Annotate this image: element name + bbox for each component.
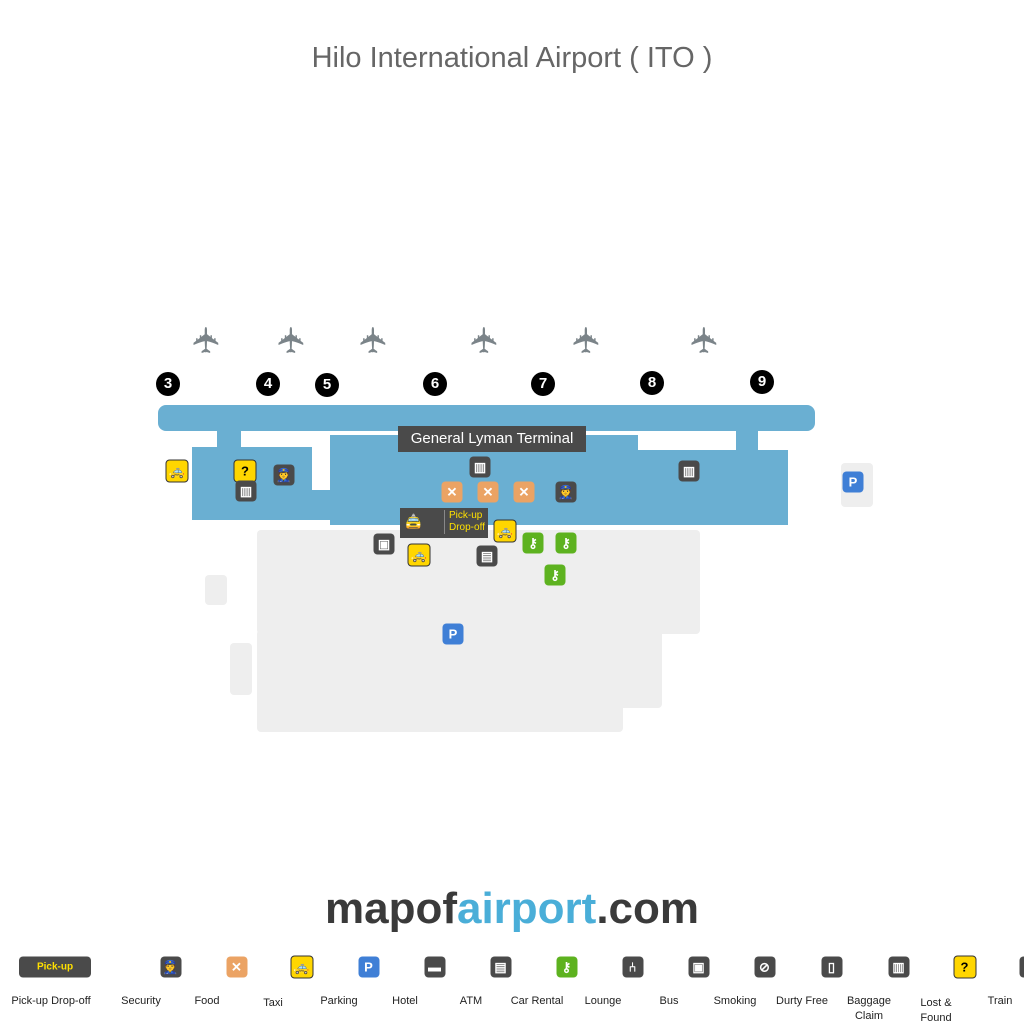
pickup-dropoff-icon: 🚖 — [404, 514, 423, 531]
food-icon[interactable]: ✕ — [513, 481, 535, 503]
car-rental-icon[interactable]: ⚷ — [522, 532, 544, 554]
parking-lot — [257, 700, 623, 732]
airplane-icon: ✈ — [684, 324, 725, 356]
taxi-icon: 🚕 — [290, 955, 313, 979]
parking-icon: P — [358, 956, 379, 978]
gate-8[interactable]: 8 — [640, 371, 664, 395]
legend-item-lost-found: ?Lost & Found — [896, 955, 976, 1024]
car-rental-icon: ⚷ — [556, 956, 577, 978]
gate-9[interactable]: 9 — [750, 370, 774, 394]
atm-icon[interactable]: ▤ — [476, 545, 498, 567]
baggage-claim-icon: ▥ — [888, 956, 909, 978]
food-icon: ✕ — [226, 956, 247, 978]
car-rental-icon[interactable]: ⚷ — [544, 564, 566, 586]
security-icon[interactable]: 👮 — [273, 464, 295, 486]
legend-item-taxi: 🚕Taxi — [233, 955, 313, 1011]
terminal-connector — [736, 428, 758, 452]
legend-item-smoking: ⊘Smoking — [695, 955, 775, 1009]
duty-free-icon: ▯ — [821, 956, 842, 978]
legend-item-hotel: ▬Hotel — [365, 955, 445, 1009]
parking-lot — [230, 643, 252, 695]
train-icon: ▦ — [1019, 956, 1024, 978]
dropoff-label: Drop-off — [449, 522, 485, 533]
gate-5[interactable]: 5 — [315, 373, 339, 397]
food-icon[interactable]: ✕ — [441, 481, 463, 503]
page-title: Hilo International Airport ( ITO ) — [311, 42, 713, 74]
security-icon[interactable]: 👮 — [555, 481, 577, 503]
airplane-icon: ✈ — [566, 324, 607, 356]
legend-item-atm: ▤ATM — [431, 955, 511, 1009]
baggage-claim-icon[interactable]: ▥ — [678, 460, 700, 482]
security-icon: 👮 — [160, 956, 181, 978]
smoking-icon: ⊘ — [754, 956, 775, 978]
airplane-icon: ✈ — [271, 324, 312, 356]
legend-item-baggage-claim: ▥Baggage Claim — [829, 955, 909, 1024]
legend-item-bus: ▣Bus — [629, 955, 709, 1009]
bus-icon: ▣ — [688, 956, 709, 978]
taxi-icon[interactable]: 🚕 — [407, 543, 431, 567]
parking-icon[interactable]: P — [442, 623, 464, 645]
gate-6[interactable]: 6 — [423, 372, 447, 396]
gate-3[interactable]: 3 — [156, 372, 180, 396]
parking-icon[interactable]: P — [842, 471, 864, 493]
legend-item-car-rental: ⚷Car Rental — [497, 955, 577, 1009]
car-rental-icon[interactable]: ⚷ — [555, 532, 577, 554]
parking-lot — [205, 575, 227, 605]
terminal-label: General Lyman Terminal — [398, 426, 586, 452]
taxi-icon[interactable]: 🚕 — [493, 519, 517, 543]
pickup-dropoff-icon: Pick-up — [19, 956, 91, 978]
taxi-icon[interactable]: 🚕 — [165, 459, 189, 483]
baggage-claim-icon[interactable]: ▥ — [235, 480, 257, 502]
bus-icon[interactable]: ▣ — [373, 533, 395, 555]
baggage-claim-icon[interactable]: ▥ — [469, 456, 491, 478]
airplane-icon: ✈ — [186, 324, 227, 356]
legend-item-lounge: ⑃Lounge — [563, 955, 643, 1009]
airplane-icon: ✈ — [464, 324, 505, 356]
gate-4[interactable]: 4 — [256, 372, 280, 396]
hotel-icon: ▬ — [424, 956, 445, 978]
food-icon[interactable]: ✕ — [477, 481, 499, 503]
terminal-east — [636, 450, 788, 525]
atm-icon: ▤ — [490, 956, 511, 978]
lost-found-icon: ? — [953, 955, 976, 979]
airplane-icon: ✈ — [353, 324, 394, 356]
lost-found-icon[interactable]: ? — [233, 459, 257, 483]
legend-item-train: ▦Train — [960, 955, 1024, 1009]
terminal-connector — [217, 428, 241, 450]
legend-item-food: ✕Food — [167, 955, 247, 1009]
lounge-icon: ⑃ — [622, 956, 643, 978]
pickup-label: Pick-up — [449, 510, 483, 521]
site-logo: mapofairport.com — [324, 884, 700, 933]
legend-item-duty-free: ▯Durty Free — [762, 955, 842, 1009]
gate-7[interactable]: 7 — [531, 372, 555, 396]
legend-item-security: 👮Security — [101, 955, 181, 1009]
